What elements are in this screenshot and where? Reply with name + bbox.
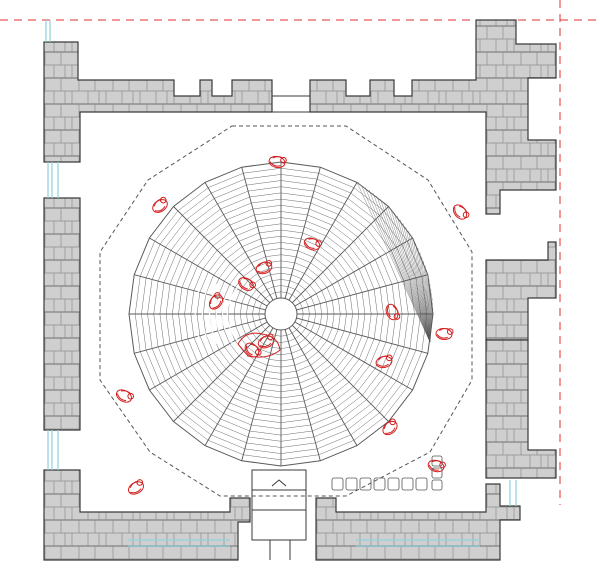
bench-block — [331, 477, 344, 491]
hatch-line — [390, 208, 431, 343]
north-wall-left — [43, 41, 273, 163]
stone-walls — [43, 19, 557, 561]
person-figure — [385, 303, 401, 321]
dome-rib — [296, 317, 428, 354]
east-wall-upper — [485, 241, 557, 341]
dome-rib — [149, 321, 268, 391]
light-arc — [194, 283, 202, 345]
oculus — [264, 297, 298, 331]
hatch-line — [393, 212, 431, 343]
light-arc — [221, 283, 234, 345]
hatch-line — [356, 182, 431, 343]
dome-rib — [241, 167, 278, 299]
bench-block — [345, 477, 358, 491]
hatch-line — [427, 274, 431, 343]
dome-rib — [149, 237, 268, 307]
entrance-threshold — [251, 469, 307, 541]
hatch-line — [376, 195, 431, 343]
person-figure — [382, 418, 398, 436]
person-figure — [427, 459, 446, 473]
dome-rib — [204, 182, 274, 301]
hatch-line — [372, 192, 431, 343]
dome-rib — [173, 324, 271, 422]
hatch-line — [415, 243, 431, 343]
dome-rib — [284, 167, 321, 299]
hatch-line — [364, 187, 431, 343]
person-figure — [257, 333, 275, 349]
hatch-line — [368, 190, 431, 343]
bench-block — [415, 477, 428, 491]
hatch-line — [402, 223, 431, 343]
east-wall-lower — [485, 339, 557, 479]
dome-rib — [291, 206, 389, 304]
dome-rib — [134, 274, 266, 311]
bench-block — [387, 477, 400, 491]
dome-rib — [296, 274, 428, 311]
hatch-line — [423, 260, 431, 343]
dome-rib — [284, 329, 321, 461]
south-wall-left — [43, 469, 251, 561]
person-figure — [115, 389, 135, 403]
hatch-line — [360, 184, 431, 343]
dome-rib — [134, 317, 266, 354]
person-figure — [255, 260, 273, 275]
bench-block — [359, 477, 372, 491]
hatch-line — [405, 227, 431, 343]
occupants — [115, 155, 470, 495]
hatch-line — [396, 215, 431, 343]
person-figure — [375, 354, 393, 369]
hatch-line — [410, 235, 431, 343]
dome-rib — [241, 329, 278, 461]
dome-drawing — [128, 161, 434, 467]
light-arc — [215, 283, 226, 345]
hatch-line — [380, 198, 431, 343]
south-wall-right — [315, 483, 521, 561]
hatch-line — [413, 239, 431, 343]
west-wall — [43, 197, 81, 431]
hatch-line — [417, 247, 431, 343]
octagon-boundary — [99, 125, 473, 497]
person-figure — [127, 479, 145, 495]
interior-outline — [251, 95, 310, 560]
person-figure — [452, 204, 470, 220]
dome-rib — [291, 324, 389, 422]
person-figure — [208, 292, 224, 310]
hatch-line — [399, 219, 431, 343]
dome-rib — [288, 182, 358, 301]
bench-block — [401, 477, 414, 491]
bench-row — [331, 455, 443, 491]
bench-block — [431, 467, 443, 479]
person-figure — [268, 155, 287, 169]
group-outline — [237, 332, 281, 358]
hatch-line — [408, 231, 431, 343]
person-figure — [152, 196, 168, 213]
dome-rib — [288, 327, 358, 446]
hatch-line — [419, 252, 431, 343]
hatch-line — [387, 205, 431, 343]
person-figure — [435, 327, 454, 341]
guide-lines — [0, 0, 600, 505]
bench-block — [373, 477, 386, 491]
bench-block — [431, 455, 443, 467]
person-figure — [238, 277, 256, 291]
hatch-line — [421, 256, 431, 343]
light-arc — [226, 283, 242, 345]
light-arc — [201, 283, 210, 345]
hatch-line — [426, 270, 431, 343]
hatch-line — [424, 265, 431, 343]
light-arc — [208, 283, 218, 345]
person-figure — [244, 342, 262, 358]
person-figure — [303, 237, 322, 251]
windows — [45, 20, 517, 547]
north-wall-right — [309, 19, 557, 215]
entrance-arrow-icon — [271, 479, 287, 487]
bench-block — [431, 479, 443, 491]
dome-rib — [294, 321, 413, 391]
hatch-line — [383, 202, 431, 343]
hatch-line — [429, 312, 434, 343]
